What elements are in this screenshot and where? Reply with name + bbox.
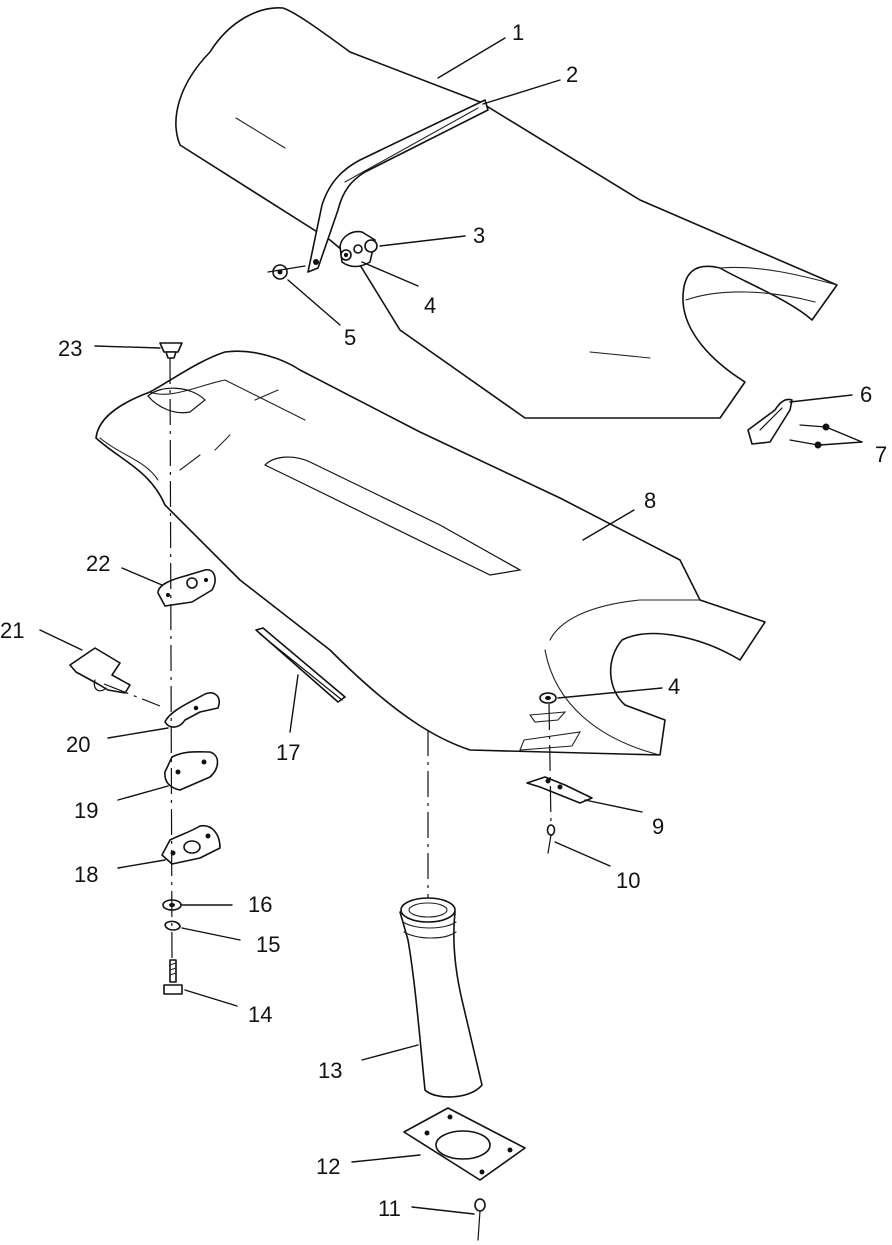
spacer-plate-19 — [164, 750, 219, 791]
callout-17: 17 — [276, 740, 300, 765]
callout-12: 12 — [316, 1154, 340, 1179]
retainer-plates — [519, 711, 582, 751]
latch-hook-20 — [164, 692, 220, 728]
callout-4-lower: 4 — [668, 674, 680, 699]
callout-21: 21 — [0, 618, 24, 643]
rail-strip — [255, 627, 346, 703]
callout-1: 1 — [512, 20, 524, 45]
spring-clip-21 — [69, 647, 131, 694]
callout-3: 3 — [473, 223, 485, 248]
callout-22: 22 — [86, 551, 110, 576]
callout-7: 7 — [875, 442, 887, 467]
callout-11: 11 — [378, 1196, 401, 1221]
callout-19: 19 — [74, 798, 98, 823]
callout-15: 15 — [256, 932, 280, 957]
callout-14: 14 — [248, 1002, 272, 1027]
flange-fastener — [474, 1198, 486, 1241]
latch-bracket — [526, 776, 593, 804]
callout-2: 2 — [566, 62, 578, 87]
callout-18: 18 — [74, 862, 98, 887]
seat-cushion — [175, 7, 838, 419]
callout-13: 13 — [318, 1058, 342, 1083]
seat-strap — [307, 99, 489, 273]
callout-16: 16 — [248, 892, 272, 917]
base-plate-18 — [161, 824, 221, 865]
assembly-axes — [103, 357, 552, 961]
callout-6: 6 — [860, 382, 872, 407]
callout-4: 4 — [424, 293, 436, 318]
strap-bolt-hardware — [339, 230, 378, 268]
bolt-14 — [163, 959, 183, 995]
callout-23: 23 — [58, 336, 82, 361]
strap-nut — [267, 264, 306, 280]
callout-8: 8 — [644, 488, 656, 513]
push-rivet — [159, 342, 183, 359]
fill-tube — [399, 897, 483, 1098]
callout-20: 20 — [66, 732, 90, 757]
latch-plate-22 — [157, 569, 216, 607]
seat-bracket — [747, 398, 793, 445]
lock-washer-15 — [164, 920, 181, 931]
callout-9: 9 — [652, 814, 664, 839]
cotter-pin — [546, 824, 556, 854]
callout-10: 10 — [616, 868, 640, 893]
leader-lines — [39, 37, 863, 1215]
seat-base — [95, 350, 766, 756]
washer-right — [539, 692, 557, 704]
mounting-flange — [403, 1107, 526, 1181]
callout-5: 5 — [344, 325, 356, 350]
callout-labels: 1 2 3 4 5 23 6 7 8 22 21 4 20 17 19 9 18… — [0, 20, 887, 1221]
